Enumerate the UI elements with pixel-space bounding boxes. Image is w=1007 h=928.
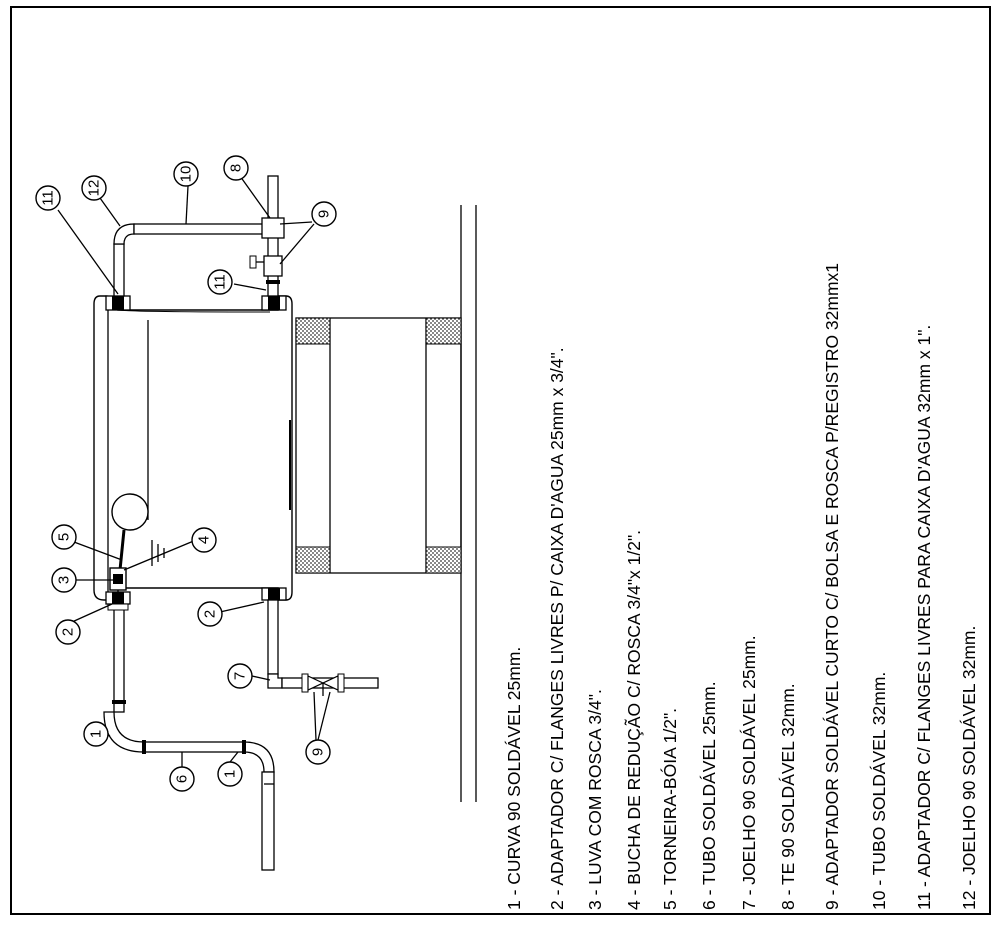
callout-balloon: 11 [35,185,61,211]
legend-number: 3 [585,900,605,910]
svg-text:6: 6 [174,775,191,783]
legend-number: 11 [914,892,934,910]
legend-item-11: 11 - ADAPTADOR C/ FLANGES LIVRES PARA CA… [914,325,934,910]
drawing-frame [10,6,991,915]
svg-text:11: 11 [212,274,229,290]
legend-text: TUBO SOLDÁVEL 32mm. [869,672,889,876]
legend-number: 10 [869,890,889,910]
legend-item-3: 3 - LUVA COM ROSCA 3/4". [585,689,605,910]
legend-number: 4 [624,900,644,910]
legend-item-8: 8 - TE 90 SOLDÁVEL 32mm. [778,683,798,910]
svg-text:12: 12 [86,180,103,197]
parts-legend: 1 - CURVA 90 SOLDÁVEL 25mm. 2 - ADAPTADOR… [504,263,979,910]
legend-item-9: 9 - ADAPTADOR SOLDÁVEL CURTO C/ BOLSA E … [822,263,842,910]
svg-text:9: 9 [316,210,333,218]
legend-item-10: 10 - TUBO SOLDÁVEL 32mm. [869,672,889,910]
legend-item-1: 1 - CURVA 90 SOLDÁVEL 25mm. [504,647,524,910]
callout-balloon: 2 [55,619,81,645]
legend-number: 6 [699,900,719,910]
water-tank [93,295,293,601]
outlet-pipe-32mm [105,175,287,311]
ground-lines [460,205,477,802]
callout-balloon: 4 [191,527,217,553]
callout-balloon: 3 [51,567,77,593]
inlet-pipe [103,601,275,871]
callout-balloon: 9 [305,739,331,765]
svg-text:2: 2 [60,628,77,636]
callout-balloon: 1 [83,721,109,747]
callout-balloon: 2 [197,601,223,627]
legend-number: 1 [504,900,524,910]
flange-right-bottom [261,587,379,696]
legend-item-12: 12 - JOELHO 90 SOLDÁVEL 32mm. [959,626,979,910]
legend-text: BUCHA DE REDUÇÃO C/ ROSCA 3/4"x 1/2". [623,530,644,885]
flange-left-top [105,591,131,611]
legend-number: 12 [959,891,979,910]
svg-text:9: 9 [310,748,327,756]
legend-text: JOELHO 90 SOLDÁVEL 32mm. [959,626,979,875]
legend-text: ADAPTADOR C/ FLANGES LIVRES P/ CAIXA D'A… [547,347,567,885]
callout-balloon: 12 [81,175,107,201]
callout-balloon: 8 [223,155,249,181]
legend-text: TUBO SOLDÁVEL 25mm. [699,681,719,885]
svg-text:2: 2 [202,610,219,618]
svg-text:1: 1 [222,770,239,778]
callout-balloon: 1 [217,761,243,787]
svg-text:5: 5 [56,533,73,541]
legend-text: TORNEIRA-BÓIA 1/2". [659,708,680,885]
callout-balloon: 9 [311,201,337,227]
legend-text: LUVA COM ROSCA 3/4". [585,689,605,885]
legend-text: TE 90 SOLDÁVEL 32mm. [778,683,798,885]
legend-number: 9 [822,900,842,910]
float-valve [109,493,149,591]
svg-text:4: 4 [196,536,213,544]
callout-balloon: 5 [51,524,77,550]
callout-balloon: 11 [207,269,233,295]
legend-item-5: 5 - TORNEIRA-BÓIA 1/2". [659,708,680,910]
legend-item-4: 4 - BUCHA DE REDUÇÃO C/ ROSCA 3/4"x 1/2"… [623,530,644,910]
legend-text: JOELHO 90 SOLDÁVEL 25mm. [739,635,759,884]
legend-number: 7 [739,900,759,910]
tank-support [295,317,462,574]
callout-balloon: 10 [173,161,199,187]
svg-text:3: 3 [56,576,73,584]
legend-text: ADAPTADOR C/ FLANGES LIVRES PARA CAIXA D… [914,325,934,878]
legend-text: ADAPTADOR SOLDÁVEL CURTO C/ BOLSA E ROSC… [822,263,842,886]
svg-text:10: 10 [178,166,195,183]
legend-number: 8 [778,900,798,910]
legend-item-2: 2 - ADAPTADOR C/ FLANGES LIVRES P/ CAIXA… [547,347,567,910]
svg-text:11: 11 [40,190,57,206]
legend-number: 5 [660,900,680,910]
callout-balloon: 7 [227,663,253,689]
svg-text:1: 1 [88,730,105,738]
legend-text: CURVA 90 SOLDÁVEL 25mm. [504,647,524,885]
callout-balloon: 6 [169,766,195,792]
legend-number: 2 [547,900,567,910]
svg-text:7: 7 [232,672,249,680]
legend-item-7: 7 - JOELHO 90 SOLDÁVEL 25mm. [739,635,759,910]
svg-text:8: 8 [228,164,245,172]
legend-item-6: 6 - TUBO SOLDÁVEL 25mm. [699,681,719,910]
